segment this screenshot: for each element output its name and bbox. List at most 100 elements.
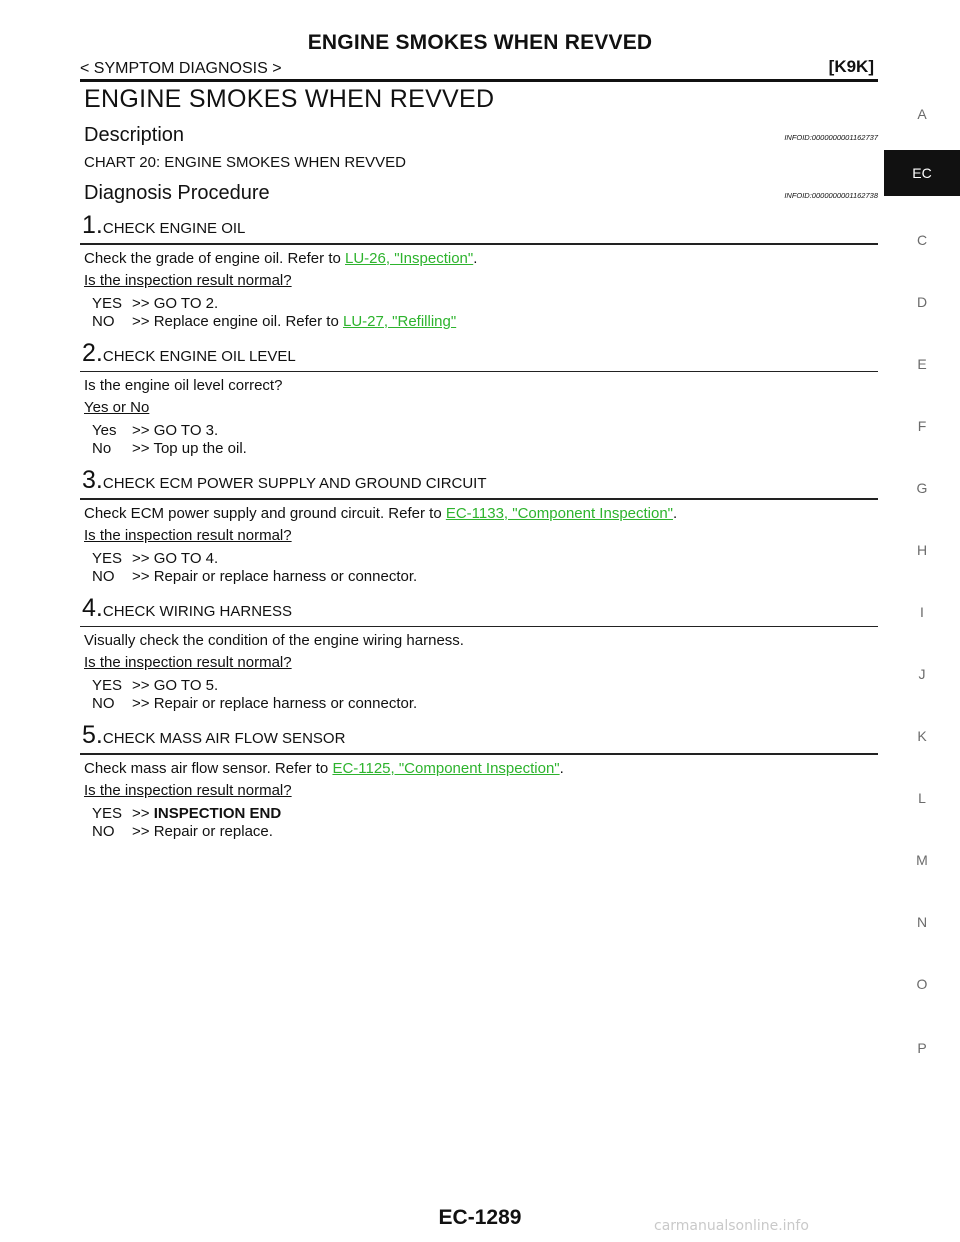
step-option: NO >> Replace engine oil. Refer to LU-27,… — [92, 313, 878, 331]
option-value: >> INSPECTION END — [132, 805, 281, 823]
reference-link[interactable]: LU-26, "Inspection" — [345, 249, 474, 267]
page-number: EC-1289 — [438, 1206, 522, 1229]
reference-link[interactable]: EC-1125, "Component Inspection" — [332, 759, 560, 777]
option-key: YES — [92, 549, 123, 567]
step-question: Is the inspection result normal? — [84, 654, 292, 671]
step-question: Is the inspection result normal? — [84, 781, 292, 799]
sidebar-item-ec[interactable]: EC — [884, 150, 960, 196]
option-value: >> Replace engine oil. Refer to LU-27, "… — [132, 313, 456, 331]
step-divider — [80, 370, 878, 372]
sidebar-item-m[interactable]: M — [916, 852, 928, 868]
reference-link[interactable]: EC-1133, "Component Inspection" — [445, 504, 674, 522]
sidebar-item-d[interactable]: D — [916, 294, 928, 310]
option-text: GO TO 4. — [153, 549, 219, 567]
diagnosis-step: 1.CHECK ENGINE OIL Check the grade of eng… — [80, 211, 878, 331]
step-instruction-text: Is the engine oil level correct? — [84, 377, 283, 394]
option-arrow: >> — [132, 440, 150, 457]
option-value: >> GO TO 2. — [132, 295, 218, 313]
step-options: YES>> GO TO 5.NO>> Repair or replace har… — [92, 677, 878, 713]
option-text: GO TO 5. — [153, 677, 219, 694]
sidebar-item-i[interactable]: I — [920, 604, 924, 620]
watermark: carmanualsonline.info — [654, 1218, 809, 1234]
option-value: >> GO TO 3. — [132, 422, 218, 440]
step-number: 3. — [82, 466, 103, 494]
option-key: NO — [92, 312, 115, 330]
step-divider — [80, 498, 878, 500]
option-value: >> GO TO 4. — [132, 550, 218, 568]
sidebar-item-f[interactable]: F — [917, 418, 927, 434]
option-arrow: >> — [132, 677, 150, 694]
step-heading: 2.CHECK ENGINE OIL LEVEL — [82, 339, 878, 371]
step-option: YES >> GO TO 4. — [92, 550, 878, 568]
step-instruction: Check the grade of engine oil. Refer to … — [84, 249, 878, 269]
diagnosis-step: 3.CHECK ECM POWER SUPPLY AND GROUND CIRC… — [80, 466, 878, 586]
sidebar-item-g[interactable]: G — [916, 480, 928, 496]
diagnosis-step: 4.CHECK WIRING HARNESS Visually check the… — [80, 594, 878, 714]
reference-link[interactable]: LU-27, "Refilling" — [342, 312, 457, 330]
option-text: Replace engine oil. Refer to — [153, 312, 343, 330]
sidebar-item-j[interactable]: J — [918, 666, 926, 682]
sidebar-item-n[interactable]: N — [916, 914, 928, 930]
diagnosis-step: 2.CHECK ENGINE OIL LEVEL Is the engine oi… — [80, 339, 878, 459]
step-heading: 4.CHECK WIRING HARNESS — [82, 594, 878, 626]
option-value: >> Top up the oil. — [132, 440, 247, 458]
step-instruction-text: Visually check the condition of the engi… — [84, 632, 464, 649]
sidebar-item-e[interactable]: E — [917, 356, 927, 372]
document-body: ENGINE SMOKES WHEN REVVED Description IN… — [80, 84, 878, 841]
step-instruction-end: . — [559, 759, 564, 777]
option-text: Repair or replace harness or connector. — [153, 567, 418, 585]
step-option: NO >> Repair or replace harness or connec… — [92, 695, 878, 713]
step-option: Yes>> GO TO 3. — [92, 422, 878, 440]
option-key: NO — [92, 567, 115, 585]
option-text: Top up the oil. — [153, 440, 247, 457]
main-title: ENGINE SMOKES WHEN REVVED — [84, 85, 495, 113]
option-value: >> GO TO 5. — [132, 677, 218, 695]
option-arrow: >> — [132, 549, 150, 567]
step-divider — [80, 243, 878, 245]
option-text: Repair or replace harness or connector. — [153, 695, 418, 712]
step-number: 2. — [82, 338, 103, 367]
model-code: [K9K] — [828, 57, 874, 76]
option-key: YES — [92, 294, 123, 312]
step-option: NO>> Repair or replace harness or connec… — [92, 568, 878, 586]
option-arrow: >> — [132, 695, 150, 712]
option-text: GO TO 3. — [153, 422, 219, 439]
step-question: Is the inspection result normal? — [84, 526, 292, 544]
step-options: YES>> GO TO 4.NO>> Repair or replace har… — [92, 550, 878, 586]
description-heading: Description — [84, 124, 185, 146]
step-title: CHECK ENGINE OIL — [102, 220, 246, 237]
option-text: GO TO 2. — [153, 294, 219, 312]
step-options: YES >> GO TO 2. NO >> Replace engine oil. R… — [92, 295, 878, 331]
diagnosis-infoid: INFOID:0000000001162738 — [784, 191, 878, 200]
sidebar-item-c[interactable]: C — [916, 232, 928, 248]
step-options: Yes>> GO TO 3.No>> Top up the oil. — [92, 422, 878, 458]
step-title: CHECK ECM POWER SUPPLY AND GROUND CIRCUI… — [102, 475, 487, 492]
sidebar-item-o[interactable]: O — [916, 976, 928, 992]
breadcrumb: < SYMPTOM DIAGNOSIS > — [80, 60, 282, 77]
option-value: >> Repair or replace harness or connecto… — [132, 695, 417, 713]
option-arrow: >> — [132, 422, 150, 439]
sidebar-item-a[interactable]: A — [917, 106, 927, 122]
step-option: NO>> Repair or replace. — [92, 823, 878, 841]
option-key: YES — [92, 804, 123, 822]
sidebar-item-l[interactable]: L — [918, 790, 926, 806]
step-number: 1. — [82, 211, 103, 239]
step-option: No>> Top up the oil. — [92, 440, 878, 458]
step-title: CHECK MASS AIR FLOW SENSOR — [102, 730, 346, 747]
step-instruction: Visually check the condition of the engi… — [84, 631, 878, 651]
option-arrow: >> — [132, 312, 150, 330]
option-key: NO — [92, 695, 115, 712]
option-key: NO — [92, 822, 115, 840]
step-title: CHECK WIRING HARNESS — [102, 602, 293, 620]
sidebar-item-k[interactable]: K — [917, 728, 927, 744]
step-heading: 1.CHECK ENGINE OIL — [82, 211, 878, 243]
step-instruction-text: Check the grade of engine oil. Refer to — [84, 249, 345, 267]
sidebar-item-h[interactable]: H — [916, 542, 928, 558]
option-text: Repair or replace. — [153, 822, 273, 840]
step-number: 5. — [82, 721, 103, 749]
description-header: Description INFOID:0000000001162737 — [84, 114, 878, 147]
diagnosis-heading: Diagnosis Procedure — [84, 182, 270, 204]
sidebar-item-p[interactable]: P — [917, 1040, 927, 1056]
